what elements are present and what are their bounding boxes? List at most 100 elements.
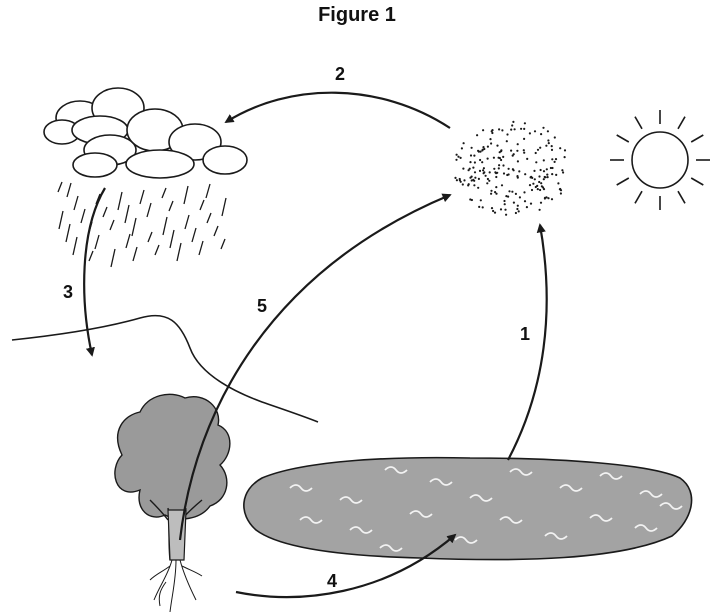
vapour-dot [455, 159, 457, 161]
vapour-dot [477, 150, 479, 152]
vapour-dot [518, 210, 520, 212]
rain-streak [126, 234, 130, 248]
rain-streak [163, 217, 167, 235]
vapour-dot [482, 146, 484, 148]
vapour-dot [519, 196, 521, 198]
vapour-dot [523, 128, 525, 130]
rain-streak [207, 213, 211, 223]
vapour-dot [493, 168, 495, 170]
vapour-dot [489, 171, 491, 173]
rain-streak [81, 209, 85, 223]
rain-streak [110, 220, 114, 230]
vapour-dot [508, 168, 510, 170]
vapour-dot [534, 178, 536, 180]
vapour-dot [503, 200, 505, 202]
rain-streak [184, 186, 188, 204]
rain-streak [125, 205, 129, 223]
vapour-dot [486, 182, 488, 184]
vapour-dot [479, 170, 481, 172]
vapour-dot [543, 178, 545, 180]
vapour-dot [461, 147, 463, 149]
vapour-dot [515, 212, 517, 214]
sun-ray [617, 178, 629, 185]
vapour-dot [529, 184, 531, 186]
vapour-dot [505, 214, 507, 216]
vapour-dot [544, 176, 546, 178]
sun-ray [635, 191, 642, 203]
vapour-dot [514, 128, 516, 130]
vapour-dot [471, 199, 473, 201]
vapour-dot [512, 121, 514, 123]
vapour-dot [454, 177, 456, 179]
vapour-dot [485, 175, 487, 177]
vapour-dot [505, 195, 507, 197]
vapour-dot [524, 122, 526, 124]
lake [244, 458, 692, 560]
vapour-dot [499, 151, 501, 153]
vapour-dot [547, 139, 549, 141]
vapour-dot [546, 174, 548, 176]
vapour-dot [547, 197, 549, 199]
vapour-dot [479, 159, 481, 161]
vapour-dot [510, 150, 512, 152]
vapour-dot [460, 157, 462, 159]
vapour-dot [498, 164, 500, 166]
vapour-dot [492, 210, 494, 212]
vapour-dot [518, 170, 520, 172]
rain-streak [74, 196, 78, 210]
rain-streak [73, 237, 77, 255]
vapour-dot [478, 178, 480, 180]
rain-streak [133, 247, 137, 261]
water-vapour [454, 121, 566, 216]
vapour-dot [517, 160, 519, 162]
label-5: 5 [247, 296, 277, 317]
rain-streak [214, 226, 218, 236]
vapour-dot [529, 132, 531, 134]
vapour-dot [515, 193, 517, 195]
rain-streak [169, 201, 173, 211]
rain-streak [222, 198, 226, 216]
vapour-dot [530, 203, 532, 205]
sun-icon [610, 110, 710, 210]
vapour-dot [551, 198, 553, 200]
vapour-dot [500, 149, 502, 151]
root [170, 560, 176, 612]
vapour-dot [517, 143, 519, 145]
vapour-dot [551, 158, 553, 160]
vapour-dot [555, 174, 557, 176]
rain-streak [147, 203, 151, 217]
vapour-dot [551, 149, 553, 151]
vapour-dot [524, 200, 526, 202]
vapour-dot [481, 161, 483, 163]
sun-ray [691, 178, 703, 185]
vapour-dot [494, 212, 496, 214]
vapour-dot [503, 172, 505, 174]
vapour-dot [473, 180, 475, 182]
vapour-dot [501, 129, 503, 131]
vapour-dot [478, 206, 480, 208]
vapour-dot [511, 124, 513, 126]
rain-streak [170, 230, 174, 248]
rain-streak [118, 192, 122, 210]
vapour-dot [562, 171, 564, 173]
vapour-dot [535, 152, 537, 154]
vapour-dot [474, 171, 476, 173]
rain-cloud [44, 88, 247, 178]
vapour-dot [559, 147, 561, 149]
vapour-dot [546, 168, 548, 170]
vapour-dot [526, 158, 528, 160]
vapour-dot [532, 183, 534, 185]
vapour-dot [559, 188, 561, 190]
vapour-dot [547, 176, 549, 178]
rain-streak [177, 243, 181, 261]
vapour-dot [487, 158, 489, 160]
vapour-dot [491, 207, 493, 209]
rain-streak [111, 249, 115, 267]
rain-streak [95, 235, 99, 249]
vapour-dot [490, 142, 492, 144]
vapour-dot [538, 181, 540, 183]
vapour-dot [502, 164, 504, 166]
rain-streak [58, 182, 62, 192]
vapour-dot [473, 184, 475, 186]
